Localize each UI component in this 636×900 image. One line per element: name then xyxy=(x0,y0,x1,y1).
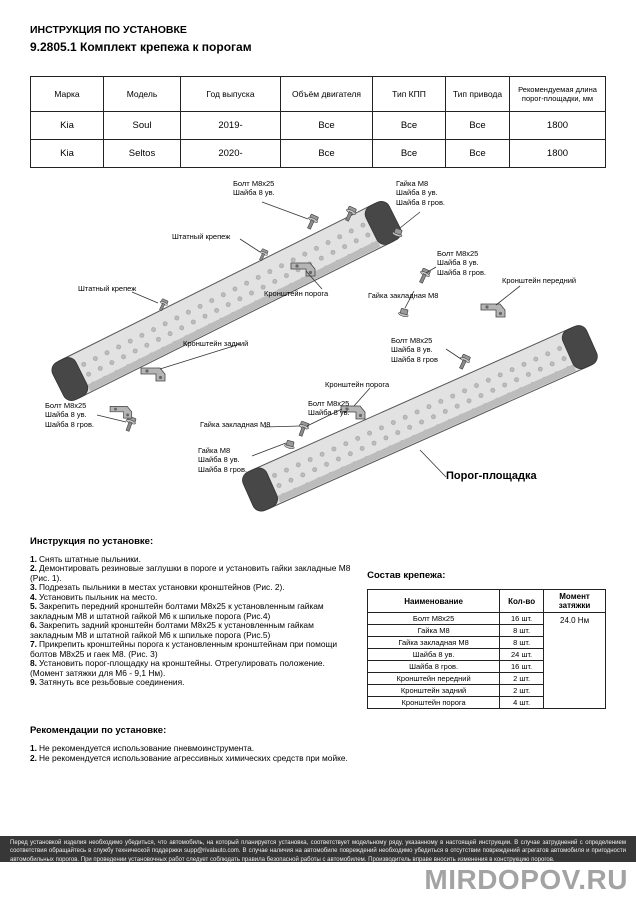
cell-name: Кронштейн порога xyxy=(367,696,501,709)
col-header-engine: Объём двигателя xyxy=(280,76,373,112)
col-header-brand: Марка xyxy=(30,76,104,112)
cell-qty: 16 шт. xyxy=(499,660,545,673)
instruction-step: 9.Затянуть все резьбовые соединения. xyxy=(30,677,185,688)
col-header-torque: Момент затяжки xyxy=(543,589,606,613)
diagram-label: Болт М8х25 Шайба 8 ув. Шайба 8 гров xyxy=(391,336,438,364)
cell-name: Гайка М8 xyxy=(367,624,501,637)
instruction-step: 1.Снять штатные пыльники. xyxy=(30,554,141,564)
hardware-title: Состав крепежа: xyxy=(367,570,446,581)
cell-qty: 24 шт. xyxy=(499,648,545,661)
cell-torque: 24.0 Нм xyxy=(543,612,606,709)
col-header-drive: Тип привода xyxy=(445,76,510,112)
diagram-label: Гайка М8 Шайба 8 ув. Шайба 8 гров. xyxy=(396,179,446,207)
fitment-header-row: Марка Модель Год выпуска Объём двигателя… xyxy=(30,76,606,112)
diagram-label: Болт М8х25 Шайба 8 ув. Шайба 8 гров. xyxy=(45,401,95,429)
diagram-illustration xyxy=(48,197,601,512)
recommendation-item: 2.Не рекомендуется использование агресси… xyxy=(30,753,348,764)
hardware-header-row: Наименование Кол-во Момент затяжки xyxy=(367,589,606,613)
cell-brand: Kia xyxy=(30,111,104,140)
diagram-label: Штатный крепеж xyxy=(172,232,231,241)
cell-qty: 8 шт. xyxy=(499,636,545,649)
diagram-label-sill-board: Порог-площадка xyxy=(446,470,537,482)
recommendation-item: 1.Не рекомендуется использование пневмои… xyxy=(30,743,255,753)
instructions-title: Инструкция по установке: xyxy=(30,536,154,547)
cell-length: 1800 xyxy=(509,139,606,168)
doc-type-heading: ИНСТРУКЦИЯ ПО УСТАНОВКЕ xyxy=(30,24,187,36)
diagram-label: Кронштейн задний xyxy=(183,339,249,348)
cell-year: 2019- xyxy=(180,111,281,140)
instruction-step: 6.Закрепить задний кронштейн болтами М8х… xyxy=(30,620,314,640)
instruction-step: 5.Закрепить передний кронштейн болтами М… xyxy=(30,601,324,621)
diagram-label: Болт М8х25 Шайба 8 ув. xyxy=(233,179,275,198)
cell-qty: 2 шт. xyxy=(499,684,545,697)
col-header-model: Модель xyxy=(103,76,181,112)
cell-drive: Все xyxy=(445,111,510,140)
cell-model: Soul xyxy=(103,111,181,140)
cell-length: 1800 xyxy=(509,111,606,140)
col-header-name: Наименование xyxy=(367,589,501,613)
cell-year: 2020- xyxy=(180,139,281,168)
cell-engine: Все xyxy=(280,139,373,168)
cell-name: Кронштейн задний xyxy=(367,684,501,697)
watermark: MIRDOPOV.RU xyxy=(424,864,628,895)
cell-transmission: Все xyxy=(372,111,446,140)
diagram-label: Гайка М8 Шайба 8 ув. Шайба 8 гров. xyxy=(198,446,248,474)
fitment-table: Марка Модель Год выпуска Объём двигателя… xyxy=(30,76,606,168)
cell-qty: 2 шт. xyxy=(499,672,545,685)
instruction-step: 8.Установить порог-площадку на кронштейн… xyxy=(30,658,325,678)
col-header-transmission: Тип КПП xyxy=(372,76,446,112)
hardware-row: Шайба 8 ув.24 шт. xyxy=(367,648,606,661)
assembly-diagram: Болт М8х25 Шайба 8 ув. Гайка М8 Шайба 8 … xyxy=(0,172,636,512)
diagram-label: Болт М8х25 Шайба 8 ув. Шайба 8 гров. xyxy=(437,249,487,277)
cell-name: Шайба 8 гров. xyxy=(367,660,501,673)
cell-brand: Kia xyxy=(30,139,104,168)
installation-instructions: Инструкция по установке: 1.Снять штатные… xyxy=(30,536,353,688)
diagram-label: Кронштейн передний xyxy=(502,276,577,285)
diagram-label: Кронштейн порога xyxy=(325,380,390,389)
diagram-label: Болт М8х25 Шайба 8 ув. xyxy=(308,399,350,418)
cell-name: Шайба 8 ув. xyxy=(367,648,501,661)
instruction-step: 4.Установить пыльник на место. xyxy=(30,591,158,602)
diagram-label: Гайка закладная М8 xyxy=(368,291,439,300)
page-title: 9.2805.1 Комплект крепежа к порогам xyxy=(30,40,252,54)
hardware-table: Наименование Кол-во Момент затяжки Болт … xyxy=(367,589,606,709)
cell-name: Гайка закладная М8 xyxy=(367,636,501,649)
cell-qty: 8 шт. xyxy=(499,624,545,637)
fitment-row: Kia Soul 2019- Все Все Все 1800 xyxy=(30,111,606,140)
col-header-qty: Кол-во xyxy=(499,589,545,613)
instruction-step: 7.Прикрепить кронштейны порога к установ… xyxy=(30,639,338,659)
hardware-row: Болт М8х25 16 шт. 24.0 Нм xyxy=(367,612,606,709)
cell-engine: Все xyxy=(280,111,373,140)
cell-qty: 4 шт. xyxy=(499,696,545,709)
fitment-row: Kia Seltos 2020- Все Все Все 1800 xyxy=(30,139,606,168)
cell-model: Seltos xyxy=(103,139,181,168)
cell-name: Кронштейн передний xyxy=(367,672,501,685)
col-header-year: Год выпуска xyxy=(180,76,281,112)
diagram-label: Кронштейн порога xyxy=(264,289,329,298)
cell-drive: Все xyxy=(445,139,510,168)
col-header-length: Рекомендуемая длина порог-площадки, мм xyxy=(509,76,606,112)
cell-transmission: Все xyxy=(372,139,446,168)
recommendations-title: Рекомендации по установке: xyxy=(30,725,167,736)
cell-qty: 16 шт. xyxy=(499,612,545,625)
hardware-kit-section: Состав крепежа: Наименование Кол-во Моме… xyxy=(367,570,606,709)
instruction-step: 2.Демонтировать резиновые заглушки в пор… xyxy=(30,563,351,583)
diagram-label: Штатный крепеж xyxy=(78,284,137,293)
cell-name: Болт М8х25 xyxy=(367,612,501,625)
instruction-step: 3.Подрезать пыльники в местах установки … xyxy=(30,582,285,593)
disclaimer-bar: Перед установкой изделия необходимо убед… xyxy=(0,836,636,863)
recommendations-section: Рекомендации по установке: 1.Не рекоменд… xyxy=(30,725,375,764)
diagram-label: Гайка закладная М8 xyxy=(200,420,271,429)
